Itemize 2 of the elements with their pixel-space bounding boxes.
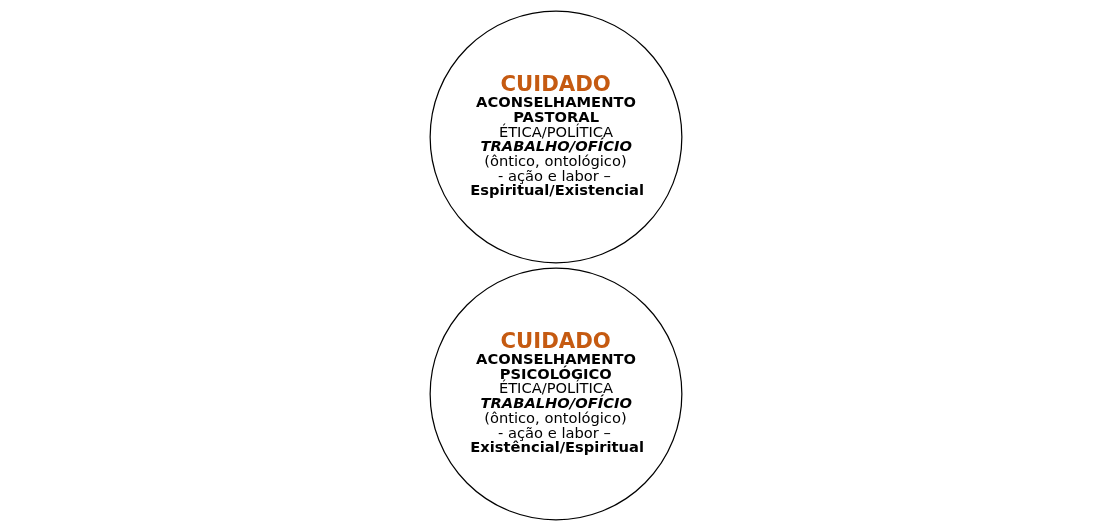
- node-circle: CUIDADO ACONSELHAMENTO PSICOLÓGICO ÉTICA/POLÍTICA TRABALHO/OFÍCIO (ôntico, ontológico) - ação e labor – Existêncial/Espiritual: [429, 267, 682, 521]
- node-circle: CUIDADO ACONSELHAMENTO PASTORAL ÉTICA/POLÍTICA TRABALHO/OFÍCIO (ôntico, ontológico) - ação e labor – Espiritual/Existencial: [429, 10, 682, 264]
